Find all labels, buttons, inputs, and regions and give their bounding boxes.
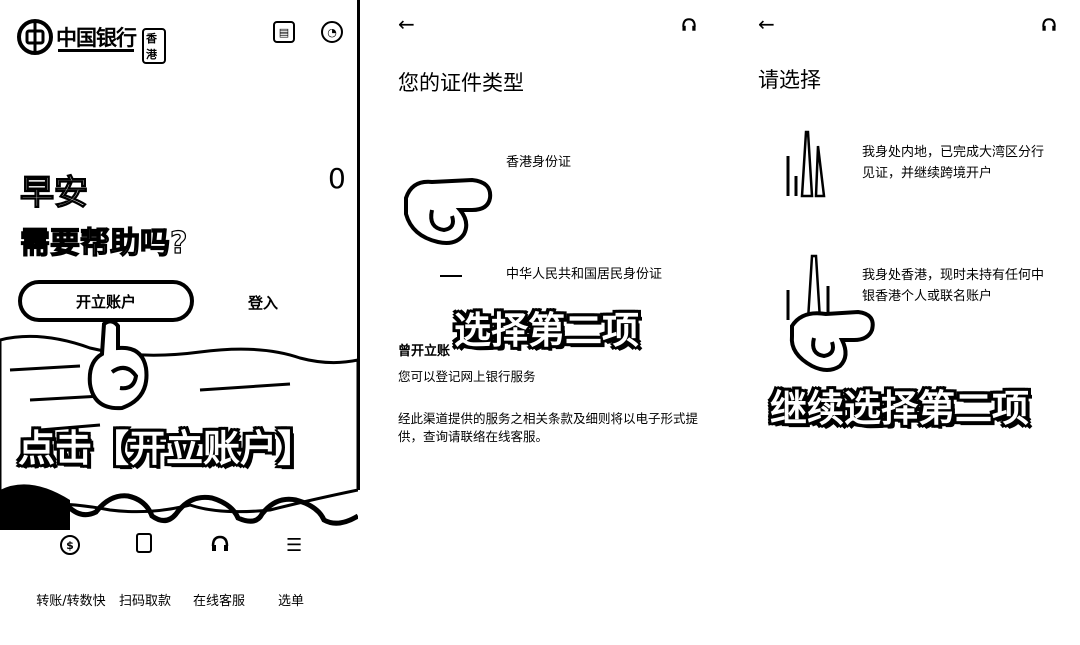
already-opened-label[interactable]: 曾开立账 [398,344,451,359]
page-title: 请选择 [758,68,821,92]
support-headset-icon[interactable] [1040,16,1058,34]
notification-icon[interactable]: ▤ [273,21,295,43]
bank-name: 中国银行 [56,26,137,50]
instruction-overlay: 选择第二项 [454,309,639,352]
location-select-panel: ← 请选择 我身处内地，已完成大湾区分行见证，并继续跨境开户 我身处香港，现时未… [722,0,1080,645]
bank-region: 香港 [142,28,166,64]
register-text[interactable]: 您可以登记网上银行服务 [398,369,536,384]
hand-illustration [404,177,493,245]
nav-transfer-label[interactable]: 转账/转数快 [36,594,106,609]
menu-icon[interactable]: ☰ [286,535,303,556]
panel-divider [357,0,360,490]
id-type-panel: ← 您的证件类型 香港身份证 中华人民共和国居民身份证 选择第二项 曾开立账 您… [362,0,722,645]
mainland-skyline-icon[interactable] [782,126,832,200]
profile-icon[interactable]: ◔ [321,21,343,43]
login-link[interactable]: 登入 [248,294,279,312]
hand-pointer-illustration [87,319,149,411]
hk-skyline-hand-icon[interactable] [782,250,882,380]
option-divider [440,275,462,277]
side-indicator: 0 [328,162,346,195]
support-headset-icon[interactable] [680,16,698,34]
option-prc-id[interactable]: 中华人民共和国居民身份证 [506,267,663,282]
bottom-nav-wave [0,493,358,527]
dollar-icon[interactable]: $ [60,535,80,555]
terms-text: 经此渠道提供的服务之相关条款及细则将以电子形式提供，查询请联络在线客服。 [398,411,699,444]
back-arrow-icon[interactable]: ← [758,12,775,36]
open-account-label: 开立账户 [75,292,136,311]
greeting-text: 早安 [19,172,88,213]
open-account-button[interactable]: 开立账户 [18,280,194,322]
instruction-overlay: 继续选择第二项 [770,387,1029,430]
bank-slogan-line [58,49,134,52]
option-hk-id[interactable]: 香港身份证 [506,155,572,170]
headset-icon[interactable] [209,533,231,555]
boc-logo-icon [17,19,53,55]
page-title: 您的证件类型 [398,71,524,95]
nav-support-label[interactable]: 在线客服 [192,594,245,609]
back-arrow-icon[interactable]: ← [398,12,415,36]
nav-menu-label[interactable]: 选单 [277,594,304,609]
instruction-overlay: 点击【开立账户】 [18,427,314,470]
option-hk[interactable]: 我身处香港，现时未持有任何中银香港个人或联名账户 [862,268,1045,304]
option-mainland[interactable]: 我身处内地，已完成大湾区分行见证，并继续跨境开户 [862,145,1045,181]
help-question: 需要帮助吗? [19,225,188,261]
bank-logo: 中国银行 香港 [16,18,166,64]
nav-scan-label[interactable]: 扫码取款 [118,594,171,609]
qr-code-icon[interactable] [136,533,152,553]
home-screen-panel: 中国银行 香港 ▤ ◔ 早安 0 需要帮助吗? 开立账户 登入 点击【开立账户】… [0,0,358,645]
